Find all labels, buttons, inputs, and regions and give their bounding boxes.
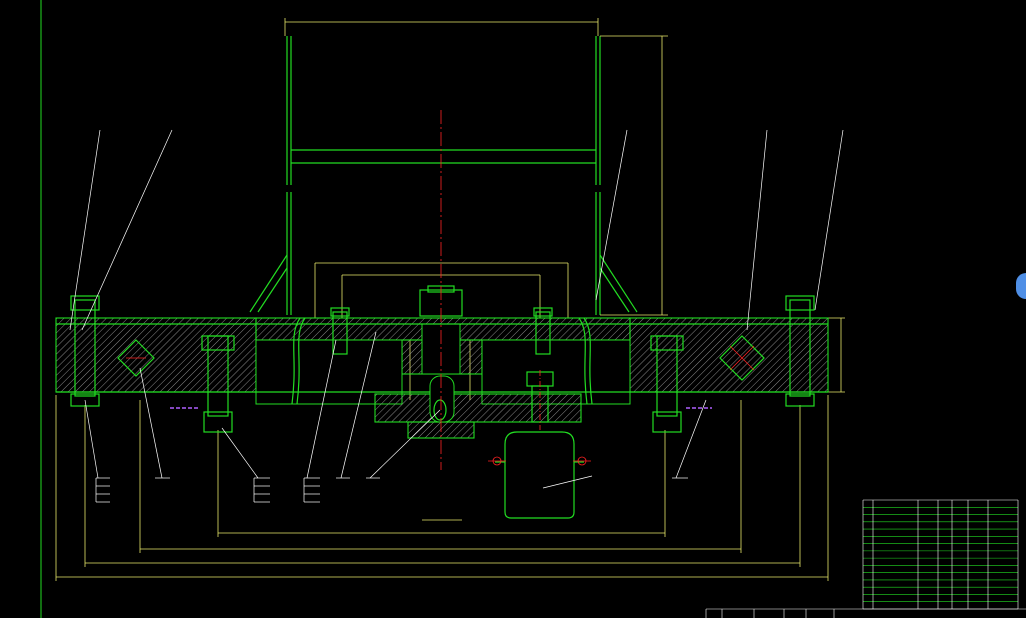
centerlines [170, 110, 712, 470]
motor [488, 431, 591, 519]
leader-stack-center [155, 477, 688, 503]
bolts [70, 285, 815, 433]
shaft [374, 375, 582, 439]
parts-table [862, 499, 1019, 610]
upper-bracket [249, 36, 638, 315]
dimension-lines [55, 18, 845, 581]
title-block [705, 608, 1026, 618]
leader-stack-left [95, 477, 110, 503]
diamond-features [117, 335, 765, 381]
leader-lines [69, 129, 844, 489]
leader-stack-mid [253, 477, 270, 503]
scroll-handle-icon[interactable] [1016, 273, 1026, 299]
